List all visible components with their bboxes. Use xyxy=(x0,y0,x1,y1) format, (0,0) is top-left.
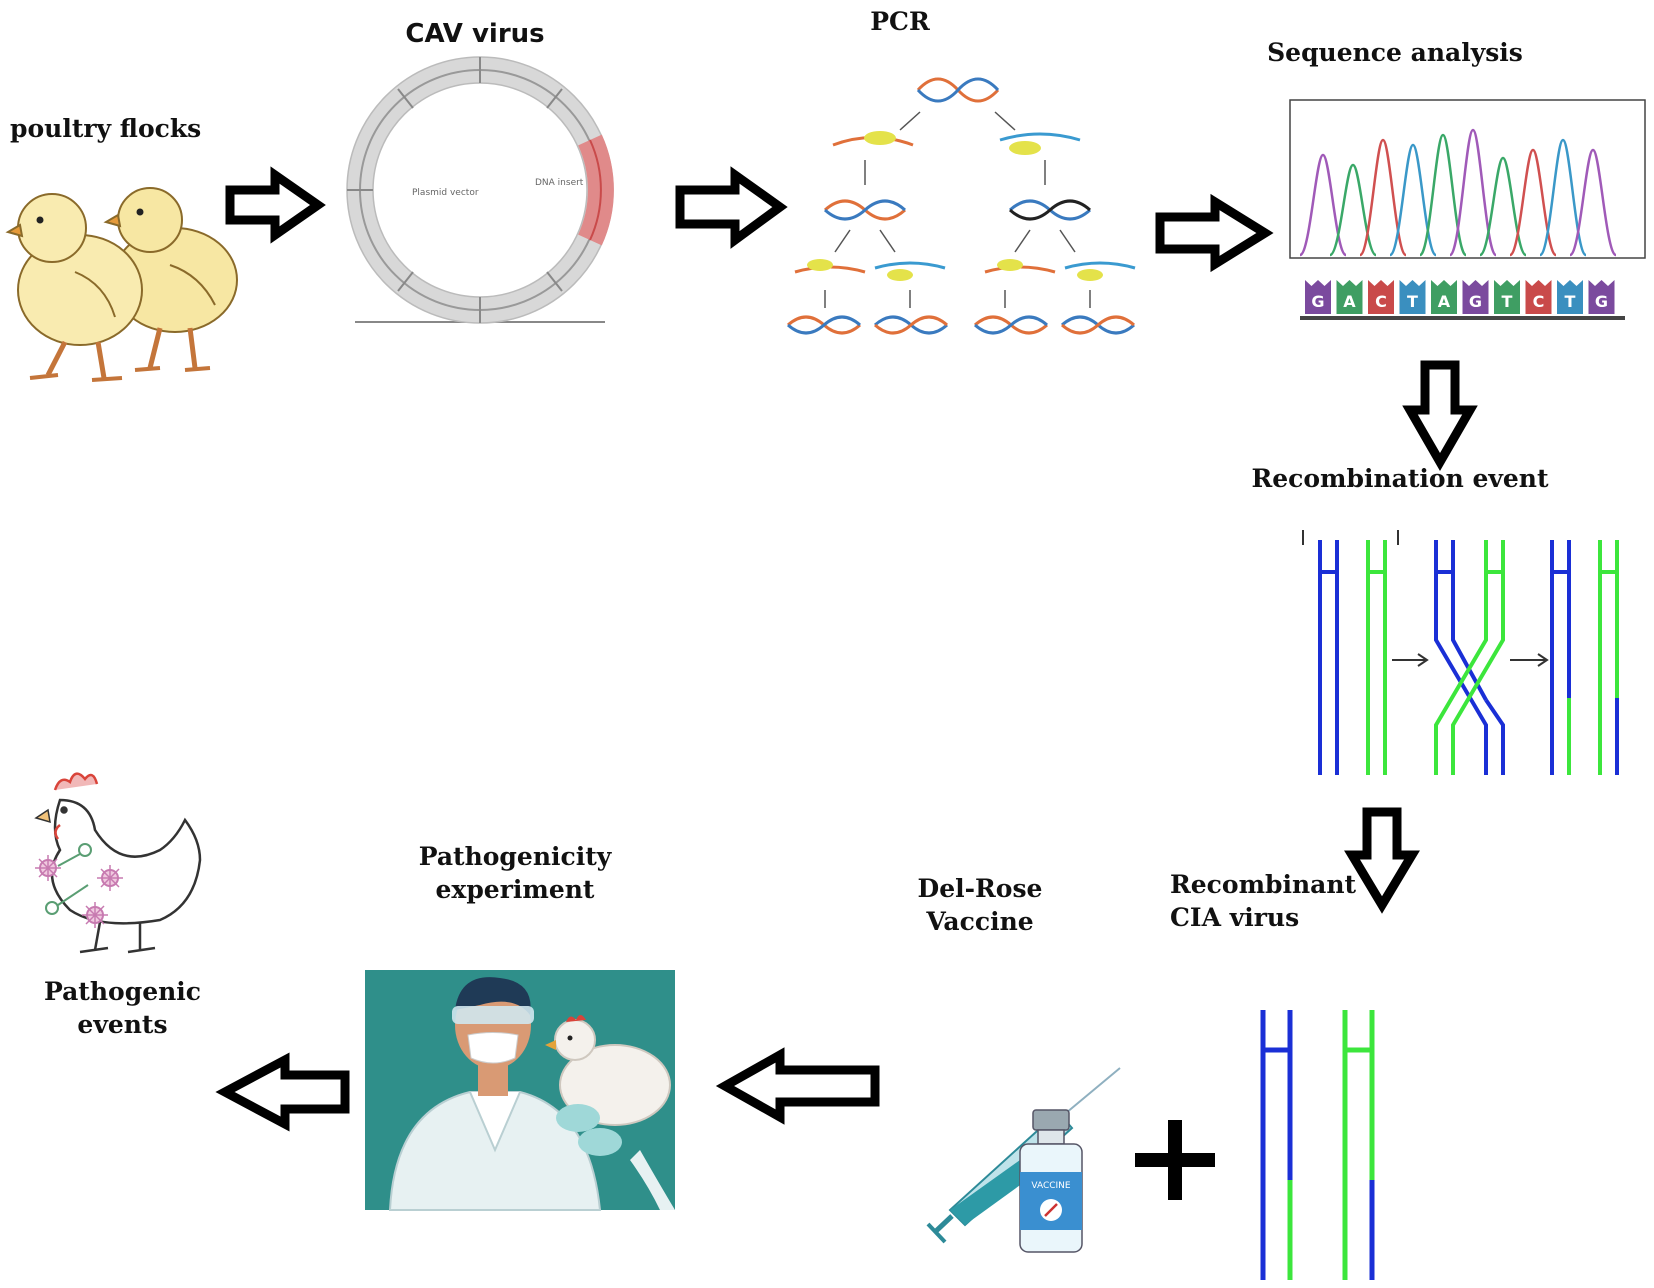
label-recombinant-line2: CIA virus xyxy=(1170,903,1300,932)
sequence-tile xyxy=(1525,280,1552,314)
plasmid-vector-label: Plasmid vector xyxy=(412,188,479,198)
sequence-tile xyxy=(1494,280,1520,314)
sequence-letter: C xyxy=(1533,292,1545,311)
label-recombination-event: Recombination event xyxy=(1251,464,1549,493)
arrow-down-1 xyxy=(1402,360,1478,472)
pcr-dna-top xyxy=(916,77,1000,103)
chromosome-pair-after xyxy=(1550,540,1619,775)
sequence-tile xyxy=(1431,280,1457,314)
arrow-down-2 xyxy=(1344,807,1420,914)
plus-icon xyxy=(1135,1120,1215,1200)
sequence-tile xyxy=(1462,280,1489,314)
arrow-left-1 xyxy=(715,1047,880,1125)
sequence-tile xyxy=(1305,280,1331,314)
arrow-right-2 xyxy=(675,166,788,249)
sequence-letter: A xyxy=(1343,292,1356,311)
sequence-letter: G xyxy=(1311,292,1324,311)
sequence-tile xyxy=(1557,280,1583,314)
vial-icon: VACCINE xyxy=(1019,1109,1083,1253)
pathogenicity-experiment-scene xyxy=(365,970,675,1211)
label-delrose-vaccine: Del-Rose Vaccine xyxy=(900,872,1060,938)
sequence-letter: T xyxy=(1502,292,1513,311)
label-cav-virus: CAV virus xyxy=(405,19,545,49)
label-delrose-line2: Vaccine xyxy=(926,907,1034,936)
sequence-tile xyxy=(1368,280,1394,314)
plasmid-ring: Plasmid vector DNA insert xyxy=(346,56,614,324)
label-pcr: PCR xyxy=(870,7,930,36)
label-patho-exp-line1: Pathogenicity xyxy=(418,842,612,871)
chick-front xyxy=(5,193,143,382)
sequence-tile xyxy=(1399,280,1426,314)
infected-hen-icon xyxy=(34,772,202,954)
sequence-letter: A xyxy=(1438,292,1451,311)
sequence-letter: G xyxy=(1469,292,1482,311)
label-recombinant-cia-virus: Recombinant CIA virus xyxy=(1170,868,1360,934)
plasmid-insert-label: DNA insert xyxy=(535,178,584,188)
label-patho-events-line1: Pathogenic xyxy=(43,977,201,1006)
virus-particles xyxy=(35,855,123,928)
block-arrows xyxy=(215,166,1478,1132)
vial-label-text: VACCINE xyxy=(1031,1181,1071,1191)
label-pathogenicity-experiment: Pathogenicity experiment xyxy=(400,840,630,906)
label-poultry-flocks: poultry flocks xyxy=(10,114,202,143)
sequence-tile xyxy=(1336,280,1363,314)
sequence-letter: T xyxy=(1565,292,1576,311)
arrow-right-1 xyxy=(225,166,326,244)
sequence-letter: C xyxy=(1375,292,1387,311)
label-sequence-analysis: Sequence analysis xyxy=(1267,38,1523,67)
arrow-right-3 xyxy=(1155,193,1274,273)
recombinant-chromosomes xyxy=(1260,1010,1375,1280)
chromosome-pair-crossing xyxy=(1434,540,1505,775)
sequence-letter: G xyxy=(1595,292,1608,311)
pcr-diagram xyxy=(787,77,1136,335)
label-pathogenic-events: Pathogenic events xyxy=(35,975,210,1041)
chromosome-pair-before xyxy=(1318,540,1387,775)
chicks-illustration xyxy=(5,187,238,382)
recombination-diagram xyxy=(1302,530,1619,775)
vaccine-vial-syringe-icon: VACCINE xyxy=(926,1067,1121,1253)
label-patho-exp-line2: experiment xyxy=(435,875,595,904)
sequence-tile xyxy=(1588,280,1615,314)
sequence-letter: T xyxy=(1407,292,1418,311)
label-patho-events-line2: events xyxy=(77,1010,168,1039)
arrow-left-2 xyxy=(215,1052,350,1132)
label-delrose-line1: Del-Rose xyxy=(917,874,1043,903)
label-recombinant-line1: Recombinant xyxy=(1170,870,1357,899)
